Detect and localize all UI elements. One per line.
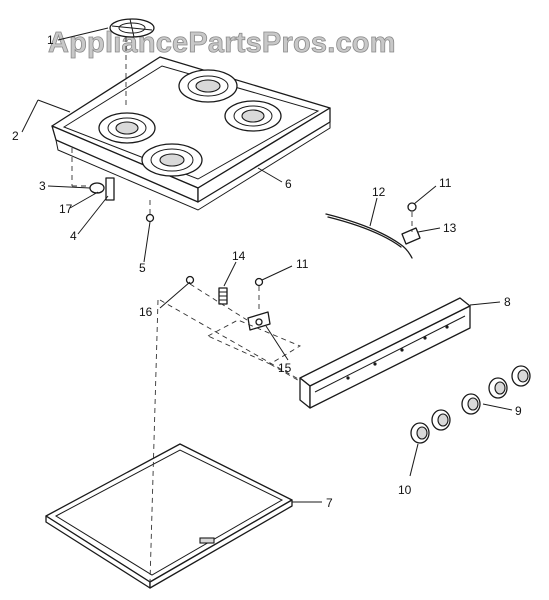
knob <box>488 377 508 399</box>
callout-2: 2 <box>12 129 19 143</box>
leader-lines <box>21 27 513 503</box>
callout-14: 14 <box>232 249 246 263</box>
gas-rod <box>325 202 421 259</box>
callout-6: 6 <box>285 177 292 191</box>
callout-8: 8 <box>504 295 511 309</box>
knob <box>461 393 481 415</box>
watermark: AppliancePartsPros.com <box>48 27 396 59</box>
callout-7: 7 <box>326 496 333 510</box>
callout-17: 17 <box>59 202 73 216</box>
callout-11-top: 11 <box>439 176 452 190</box>
callout-1: 1 <box>47 33 54 47</box>
callout-9: 9 <box>515 404 522 418</box>
burner-rear-right <box>178 69 238 103</box>
callout-16: 16 <box>139 305 153 319</box>
screw-5 <box>145 200 155 223</box>
callout-15: 15 <box>278 361 292 375</box>
callouts: 1 2 3 17 4 5 6 12 11 13 14 11 16 8 15 9 … <box>12 33 522 510</box>
manifold-panel <box>159 297 471 409</box>
callout-10: 10 <box>398 483 412 497</box>
callout-13: 13 <box>443 221 457 235</box>
knob <box>431 409 451 431</box>
callout-12: 12 <box>372 185 386 199</box>
burner-box <box>45 299 293 589</box>
knob <box>511 365 531 387</box>
burner-front <box>141 143 203 177</box>
pivot-clip <box>89 182 105 194</box>
burner-grate <box>109 18 155 108</box>
callout-5: 5 <box>139 261 146 275</box>
callout-4: 4 <box>70 229 77 243</box>
callout-3: 3 <box>39 179 46 193</box>
knob-set <box>410 365 531 444</box>
callout-11-mid: 11 <box>296 257 309 271</box>
burner-left <box>98 112 156 144</box>
knob <box>410 422 430 444</box>
bracket-assembly <box>185 275 309 387</box>
cooktop-assembly <box>51 18 331 211</box>
burner-right <box>224 100 282 132</box>
